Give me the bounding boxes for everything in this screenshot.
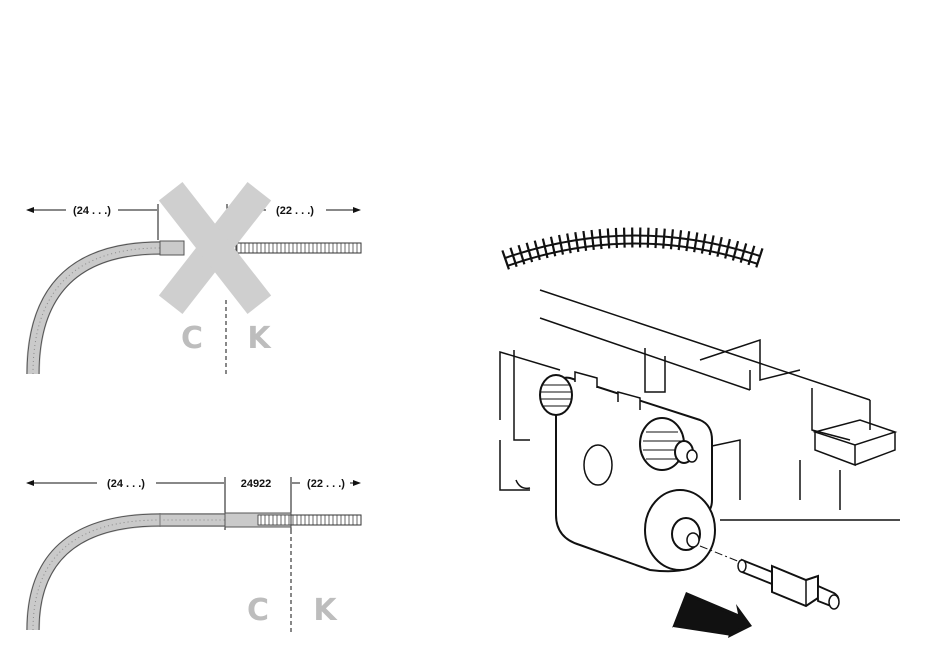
track-tie (756, 248, 762, 267)
bottom-c-letter: C (247, 593, 269, 628)
bottom-diagram: (24 . . .) 24922 (22 . . .) C K (27, 477, 361, 632)
top-left-label: (24 . . .) (73, 205, 111, 217)
bottom-k-track (291, 515, 361, 525)
drive-shaft-coupler (738, 560, 839, 609)
top-diagram: (24 . . .) (22 . . .) C K (27, 182, 361, 374)
gearbox-motor (540, 372, 760, 571)
top-left-dimension: (24 . . .) (27, 204, 158, 240)
top-c-letter: C (181, 321, 203, 356)
bottom-right-label: (22 . . .) (307, 478, 345, 490)
top-c-track (27, 241, 184, 374)
track-tie (656, 228, 657, 248)
track-tie (502, 250, 509, 269)
adapter-track (225, 513, 291, 527)
worm-gear (540, 375, 572, 415)
top-k-letter: K (247, 321, 272, 356)
bottom-left-label: (24 . . .) (107, 478, 145, 490)
track-tie (608, 228, 609, 248)
bottom-c-track (27, 513, 225, 630)
top-right-label: (22 . . .) (276, 205, 314, 217)
track-tie (648, 228, 649, 248)
insert-direction-arrow-icon (672, 592, 752, 638)
curved-track-icon (502, 228, 762, 270)
track-tie (624, 228, 625, 248)
top-k-track (236, 243, 361, 253)
bottom-k-letter: K (313, 593, 338, 628)
track-tie (616, 228, 617, 248)
adapter-label: 24922 (241, 478, 272, 490)
track-tie (663, 229, 665, 249)
